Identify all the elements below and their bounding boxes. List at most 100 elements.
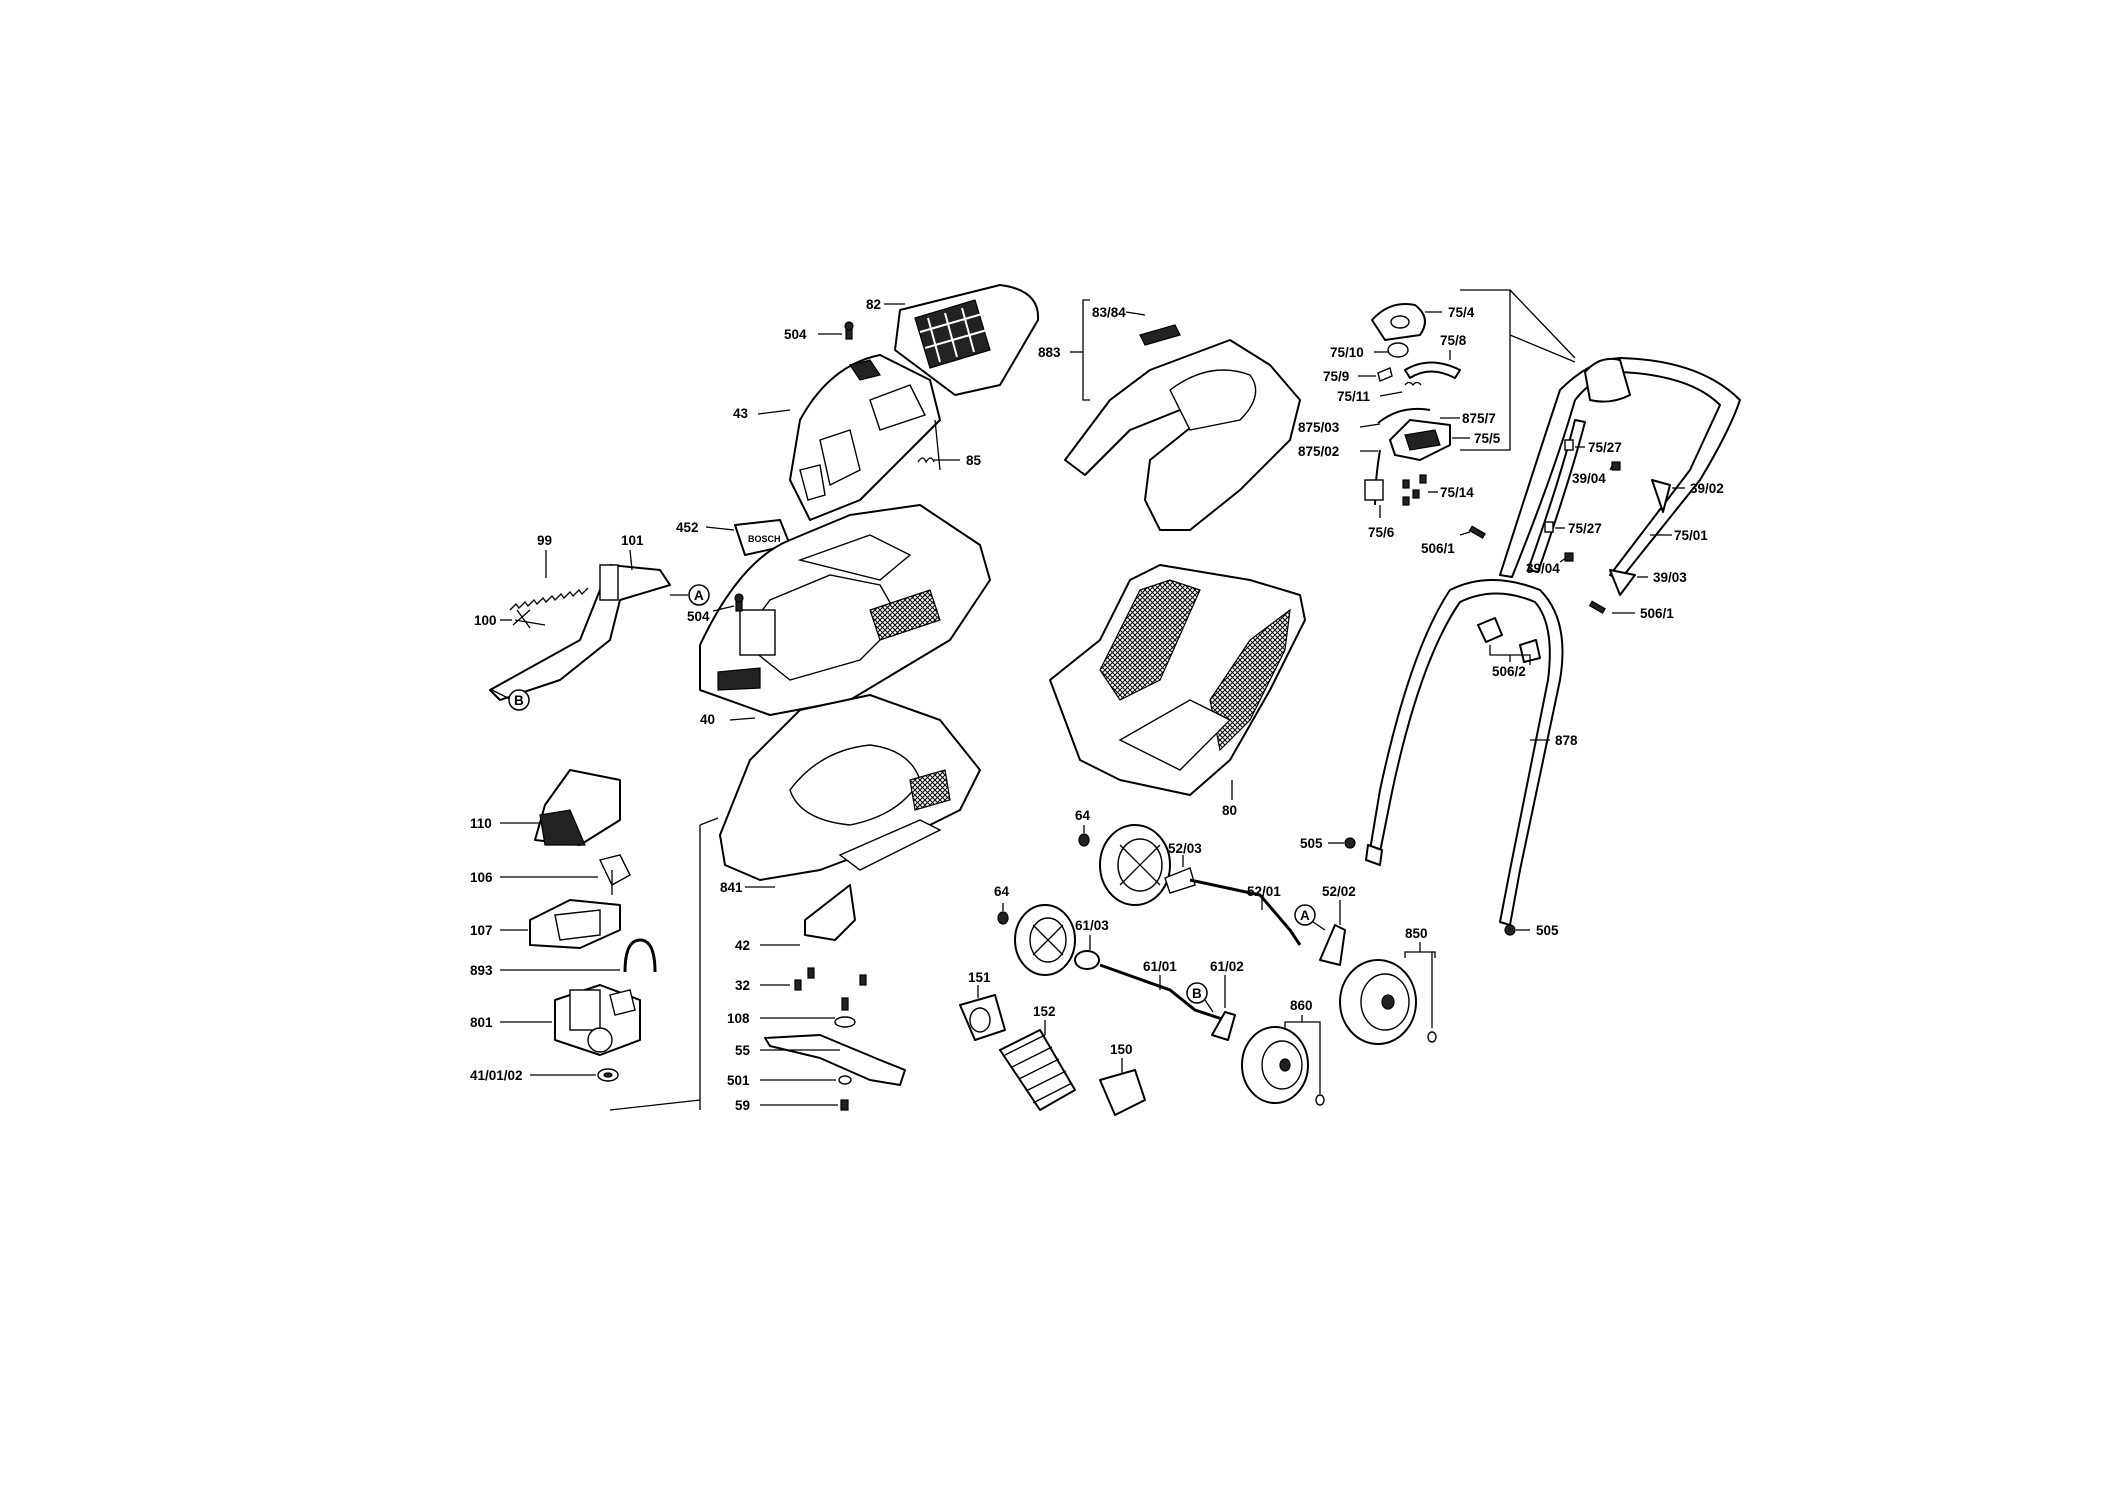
part-501-washer <box>838 1075 852 1085</box>
label-883: 883 <box>1038 345 1061 360</box>
label-452: 452 <box>676 520 699 535</box>
part-75-4-switch-housing <box>1371 303 1426 341</box>
part-85-spring <box>917 419 941 471</box>
part-893-clip <box>623 938 657 973</box>
label-61-02: 61/02 <box>1210 959 1244 974</box>
part-75-14-screws <box>1402 474 1427 506</box>
label-39-04-bottom: 39/04 <box>1526 561 1560 576</box>
label-39-04-top: 39/04 <box>1572 471 1606 486</box>
part-152-roller <box>999 1029 1076 1111</box>
part-75-11 <box>1404 381 1422 387</box>
label-99: 99 <box>537 533 552 548</box>
part-82-top-cover <box>894 284 1040 396</box>
part-841-deck <box>719 694 981 881</box>
logo-text: BOSCH <box>748 534 781 544</box>
ref-a-circle-left <box>688 584 710 606</box>
part-52-03-bushing <box>1164 867 1196 894</box>
label-40: 40 <box>700 712 715 727</box>
label-59: 59 <box>735 1098 750 1113</box>
part-39-04-bottom <box>1564 552 1574 562</box>
label-75-14: 75/14 <box>1440 485 1474 500</box>
part-80-grass-box <box>1049 564 1306 796</box>
label-41-01-02: 41/01/02 <box>470 1068 523 1083</box>
label-501: 501 <box>727 1073 750 1088</box>
part-64-cap-top <box>1078 833 1090 847</box>
label-506-2: 506/2 <box>1492 664 1526 679</box>
label-43: 43 <box>733 406 749 421</box>
label-52-03: 52/03 <box>1168 841 1202 856</box>
part-75-10 <box>1387 342 1409 358</box>
label-878: 878 <box>1555 733 1578 748</box>
part-504-screw-mid <box>734 593 744 612</box>
part-506-2-knobs <box>1477 617 1541 663</box>
part-100-clip <box>512 609 546 629</box>
part-106-switch <box>598 854 631 895</box>
part-55-blade <box>764 1034 906 1086</box>
part-75-8 <box>1404 361 1461 379</box>
label-801: 801 <box>470 1015 493 1030</box>
label-85: 85 <box>966 453 982 468</box>
ref-a-circle-right <box>1294 904 1316 926</box>
label-75-01: 75/01 <box>1674 528 1708 543</box>
label-150: 150 <box>1110 1042 1133 1057</box>
label-505-right: 505 <box>1536 923 1559 938</box>
label-83-84: 83/84 <box>1092 305 1126 320</box>
part-75-27-bottom <box>1544 521 1554 533</box>
part-75-5-switch <box>1389 419 1451 461</box>
label-100: 100 <box>474 613 497 628</box>
label-32: 32 <box>735 978 750 993</box>
label-52-01: 52/01 <box>1247 884 1281 899</box>
label-75-5: 75/5 <box>1474 431 1501 446</box>
part-801-motor <box>554 984 641 1056</box>
label-75-9: 75/9 <box>1323 369 1349 384</box>
part-150-roller-end <box>1099 1069 1146 1116</box>
part-860-wheel <box>1241 1026 1325 1106</box>
ref-a-left: A <box>694 588 704 603</box>
label-39-03: 39/03 <box>1653 570 1687 585</box>
label-504-top: 504 <box>784 327 807 342</box>
part-32-screws <box>794 967 867 991</box>
label-152: 152 <box>1033 1004 1056 1019</box>
label-506-1-top: 506/1 <box>1421 541 1455 556</box>
label-61-03: 61/03 <box>1075 918 1109 933</box>
part-40-housing <box>699 504 991 716</box>
label-893: 893 <box>470 963 493 978</box>
part-39-04-top <box>1611 461 1621 471</box>
part-99-spring <box>509 587 589 611</box>
label-107: 107 <box>470 923 493 938</box>
part-52-01-axle <box>1189 878 1302 946</box>
part-108-washer <box>834 997 856 1028</box>
part-61-02-bracket <box>1211 1011 1236 1041</box>
part-wheel-mid <box>1014 904 1076 976</box>
label-151: 151 <box>968 970 991 985</box>
label-505-left: 505 <box>1300 836 1323 851</box>
part-505-nut-left <box>1344 837 1356 849</box>
label-75-6: 75/6 <box>1368 525 1395 540</box>
label-64-mid: 64 <box>994 884 1010 899</box>
part-59-screw <box>840 1099 849 1111</box>
label-39-02: 39/02 <box>1690 481 1724 496</box>
label-75-10: 75/10 <box>1330 345 1364 360</box>
label-875-02: 875/02 <box>1298 444 1339 459</box>
label-875-7: 875/7 <box>1462 411 1496 426</box>
label-61-01: 61/01 <box>1143 959 1177 974</box>
part-878-lower-handle <box>1365 579 1564 926</box>
part-883-lid <box>1064 324 1301 531</box>
part-850-wheel <box>1339 959 1437 1045</box>
part-43-housing-cover <box>789 354 941 521</box>
part-61-03-bushing <box>1074 950 1100 970</box>
part-61-01-axle <box>1099 963 1226 1022</box>
part-64-cap-mid <box>997 911 1009 925</box>
part-505-nut-right <box>1504 924 1516 936</box>
label-42: 42 <box>735 938 750 953</box>
part-39-03-knob <box>1609 569 1636 596</box>
label-860: 860 <box>1290 998 1313 1013</box>
ref-b-right: B <box>1192 986 1202 1001</box>
label-64-top: 64 <box>1075 808 1091 823</box>
label-52-02: 52/02 <box>1322 884 1356 899</box>
part-41-01-02-bushing <box>597 1068 619 1082</box>
part-875-02-cable <box>1364 449 1384 506</box>
label-75-27-bottom: 75/27 <box>1568 521 1602 536</box>
part-151-roller-end <box>959 994 1006 1041</box>
